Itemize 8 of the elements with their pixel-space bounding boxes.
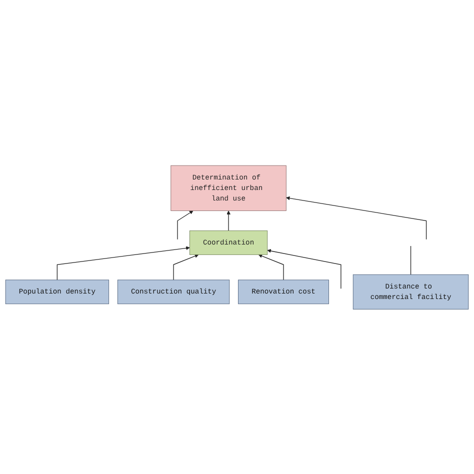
arrow xyxy=(173,254,199,280)
arrow xyxy=(258,254,284,280)
arrow xyxy=(286,196,427,240)
arrow xyxy=(267,248,342,289)
connector xyxy=(410,245,412,275)
arrow xyxy=(56,246,190,280)
arrow xyxy=(226,210,230,231)
arrow xyxy=(177,210,194,240)
